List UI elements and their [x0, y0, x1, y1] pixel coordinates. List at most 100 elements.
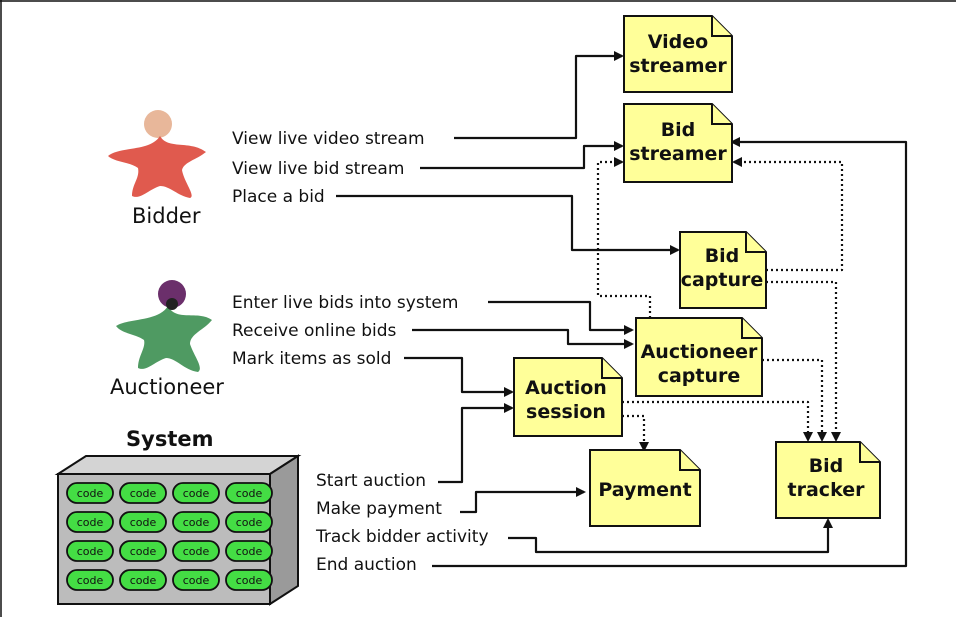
auctioneer-body: [116, 306, 212, 372]
code-chips: code code code code code code code code code code…: [66, 482, 273, 591]
bid-capture-line1: Bid: [705, 245, 740, 267]
code-chip-body: [225, 511, 273, 533]
code-chip-label: code: [183, 487, 210, 500]
async-session-to-bidtracker: [622, 400, 813, 442]
video-streamer-line1: Video: [648, 31, 708, 53]
label-view-live-bid-stream: View live bid stream: [232, 159, 404, 179]
auctioneer-capture-line2: capture: [658, 365, 741, 387]
auctioneer-figure: [116, 280, 212, 372]
flow-video-stream: [454, 51, 624, 140]
async-auctioneer-to-bidtracker: [762, 358, 827, 442]
code-chip: code: [225, 482, 273, 504]
label-mark-items-as-sold: Mark items as sold: [232, 349, 391, 369]
code-chip: code: [119, 569, 167, 591]
code-chip: code: [119, 482, 167, 504]
code-chip-body: [172, 569, 220, 591]
bidder-body: [108, 136, 206, 198]
code-chip-body: [172, 540, 220, 562]
code-chip-label: code: [236, 516, 263, 529]
service-payment: Payment: [589, 449, 701, 527]
code-chip-body: [172, 482, 220, 504]
code-chip-label: code: [130, 516, 157, 529]
code-chip-body: [119, 569, 167, 591]
code-chip: code: [66, 569, 114, 591]
code-chip: code: [225, 511, 273, 533]
flow-start-auction: [438, 403, 514, 484]
service-auction-session: Auction session: [513, 357, 623, 437]
bidder-head: [144, 110, 172, 138]
code-chip-body: [119, 540, 167, 562]
code-chip-body: [225, 569, 273, 591]
code-chip-body: [66, 482, 114, 504]
label-enter-live-bids: Enter live bids into system: [232, 293, 458, 313]
label-end-auction: End auction: [316, 555, 417, 575]
bidder-figure: [108, 110, 206, 198]
code-chip: code: [66, 511, 114, 533]
rack-side: [269, 454, 299, 606]
auction-session-line2: session: [526, 401, 606, 423]
async-bidcapture-to-bidtracker: [766, 280, 841, 442]
code-chip-label: code: [77, 516, 104, 529]
code-chip: code: [172, 569, 220, 591]
code-chip-body: [172, 511, 220, 533]
code-chip-body: [119, 482, 167, 504]
code-chip: code: [225, 540, 273, 562]
code-chip: code: [172, 540, 220, 562]
code-chip-label: code: [183, 574, 210, 587]
auctioneer-label: Auctioneer: [110, 375, 224, 399]
code-chip-label: code: [236, 574, 263, 587]
flow-end-auction: [432, 137, 908, 568]
code-chip-body: [119, 511, 167, 533]
service-bid-tracker: Bid tracker: [775, 441, 881, 519]
label-start-auction: Start auction: [316, 471, 426, 491]
code-chip-label: code: [130, 545, 157, 558]
code-chip-label: code: [77, 574, 104, 587]
code-chip-body: [225, 540, 273, 562]
async-session-to-payment: [622, 414, 649, 452]
code-chip: code: [119, 511, 167, 533]
flow-place-bid: [336, 194, 680, 255]
code-chip: code: [225, 569, 273, 591]
service-bid-capture: Bid capture: [679, 231, 767, 309]
code-chip: code: [172, 482, 220, 504]
label-place-a-bid: Place a bid: [232, 187, 325, 207]
code-chip-body: [66, 569, 114, 591]
flow-track-bidder-activity: [508, 518, 833, 554]
bidder-label: Bidder: [132, 204, 201, 228]
bid-tracker-line1: Bid: [809, 455, 844, 477]
code-chip-label: code: [183, 545, 210, 558]
flow-make-payment: [460, 487, 586, 514]
auction-session-line1: Auction: [525, 377, 607, 399]
auctioneer-capture-line1: Auctioneer: [641, 341, 758, 363]
video-streamer-line2: streamer: [629, 55, 727, 77]
bid-tracker-line2: tracker: [788, 479, 866, 501]
flow-enter-live-bids: [488, 300, 634, 335]
service-auctioneer-capture: Auctioneer capture: [635, 317, 763, 397]
code-chip-label: code: [236, 487, 263, 500]
label-view-live-video-stream: View live video stream: [232, 129, 425, 149]
service-bid-streamer: Bid streamer: [623, 103, 733, 183]
auctioneer-head: [158, 280, 186, 308]
code-chip-label: code: [77, 487, 104, 500]
code-chip-label: code: [236, 545, 263, 558]
code-chip: code: [172, 511, 220, 533]
system-rack: code code code code code code code code code code…: [54, 454, 302, 606]
rack-top: [54, 455, 302, 475]
label-receive-online-bids: Receive online bids: [232, 321, 397, 341]
code-chip-body: [66, 540, 114, 562]
code-chip-label: code: [130, 487, 157, 500]
flow-mark-items-sold: [404, 356, 514, 397]
code-chip-label: code: [130, 574, 157, 587]
label-track-bidder-activity: Track bidder activity: [315, 527, 489, 547]
bid-streamer-line1: Bid: [661, 119, 696, 141]
bid-capture-line2: capture: [681, 269, 764, 291]
code-chip-label: code: [77, 545, 104, 558]
code-chip: code: [119, 540, 167, 562]
auctioneer-head-dot: [166, 298, 178, 310]
system-label: System: [126, 427, 213, 451]
code-chip: code: [66, 540, 114, 562]
flow-receive-online-bids: [412, 328, 634, 349]
flow-bid-stream: [420, 141, 624, 170]
